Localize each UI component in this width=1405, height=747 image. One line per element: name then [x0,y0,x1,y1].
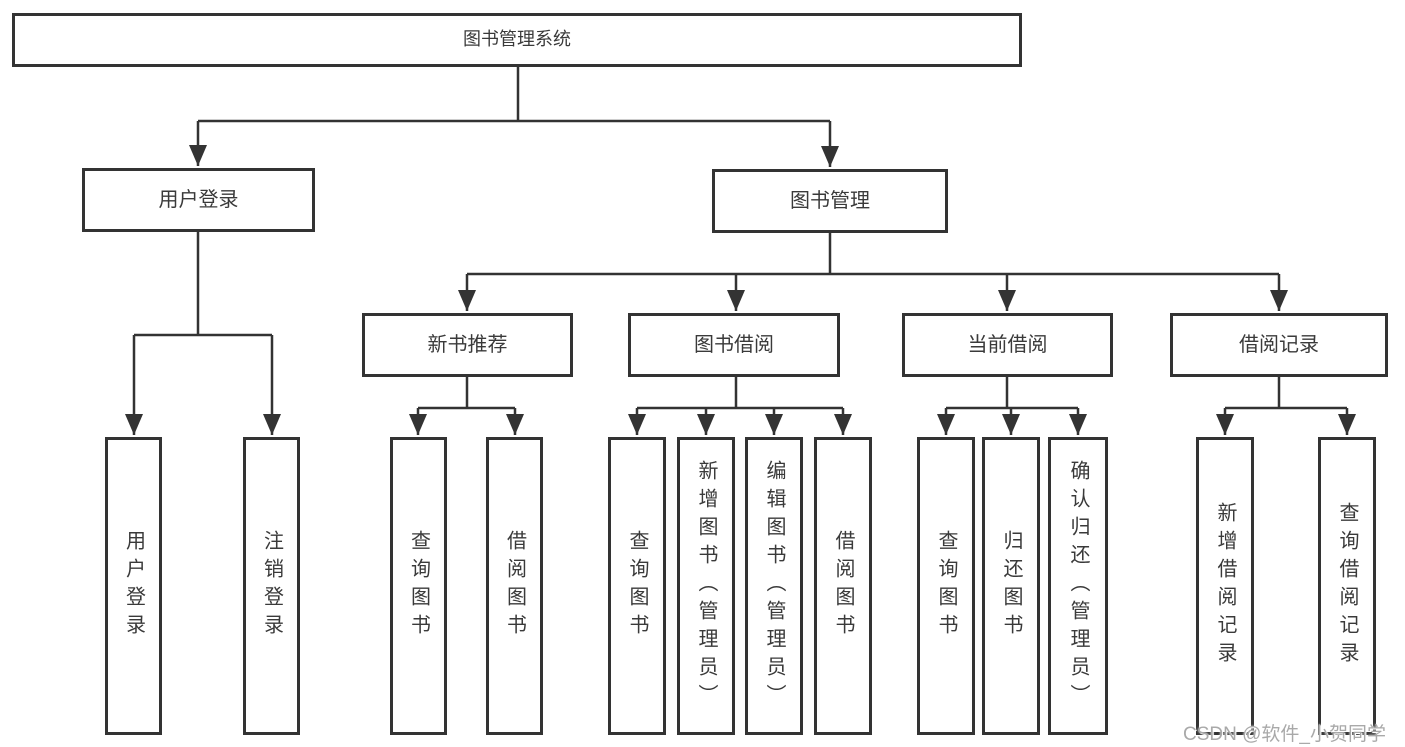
leaf-add-books-admin: 新增图书（管理员） [677,437,735,735]
leaf-query-borrow-record: 查询借阅记录 [1318,437,1376,735]
leaf-query-books-rec: 查询图书 [390,437,447,735]
leaf-query-books-current: 查询图书 [917,437,975,735]
node-library-management-system: 图书管理系统 [12,13,1022,67]
leaf-logout: 注销登录 [243,437,300,735]
leaf-borrow-books: 借阅图书 [814,437,872,735]
leaf-edit-books-admin: 编辑图书（管理员） [745,437,803,735]
node-new-book-recommendation: 新书推荐 [362,313,573,377]
leaf-return-books: 归还图书 [982,437,1040,735]
node-book-borrowing: 图书借阅 [628,313,840,377]
leaf-confirm-return-admin: 确认归还（管理员） [1048,437,1108,735]
node-borrowing-records: 借阅记录 [1170,313,1388,377]
leaf-add-borrow-record: 新增借阅记录 [1196,437,1254,735]
node-current-borrowing: 当前借阅 [902,313,1113,377]
leaf-query-books-borrow: 查询图书 [608,437,666,735]
node-book-management: 图书管理 [712,169,948,233]
node-user-login: 用户登录 [82,168,315,232]
leaf-user-login: 用户登录 [105,437,162,735]
csdn-watermark: CSDN @软件_小贺同学 [1183,724,1386,745]
leaf-borrow-books-rec: 借阅图书 [486,437,543,735]
